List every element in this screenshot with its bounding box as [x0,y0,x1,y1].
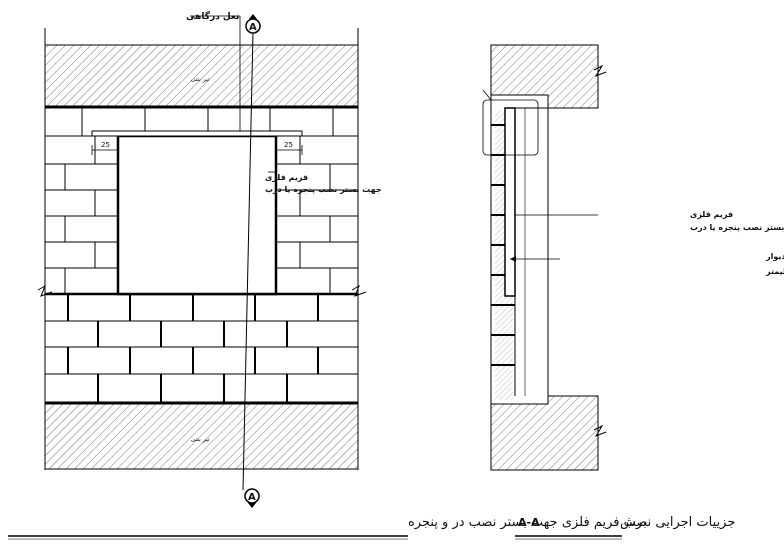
elevation-view: 25 25 A A نعل درگاهی فریم فلزی جهت بستر … [8,10,735,540]
dimension-right [275,145,303,155]
dimension-left [91,145,119,155]
section-frame-label-1: فریم فلزی [690,210,733,219]
anchor-detail-box [482,99,539,156]
anchor-label-2: به طول ۱۵ تا ۲۰ سانتیمتر و ضخامت ۳ میلیم… [765,267,784,276]
anchor-label-1: بست فلزی جهت اتصال فریم فلزی به دیوار [765,252,784,261]
section-metal-frame [504,107,516,297]
section-marker-bottom-label: A [248,492,256,503]
top-beam-label: تیر بتنی [191,76,210,83]
lintel [91,130,303,137]
dimension-right-value: 25 [284,141,293,149]
section-title: برش [620,515,647,530]
lintel-label: نعل درگاهی [186,10,239,22]
bottom-beam-label: تیر بتنی [191,436,210,443]
elevation-title: جزییات اجرایی نصب فریم فلزی جهت بستر نصب… [408,515,735,530]
section-frame-label-2: جهت بستر نصب پنجره یا درب [690,223,784,232]
elevation-frame-label-1: فریم فلزی [265,173,308,182]
section-marker-top-label: A [249,22,257,33]
elevation-frame-label-2: جهت بستر نصب پنجره یا درب [265,185,382,194]
section-view: فریم فلزی جهت بستر نصب پنجره یا درب بست … [482,44,784,540]
top-concrete-beam [44,44,359,108]
dimension-left-value: 25 [101,141,110,149]
section-code: A-A [518,516,540,529]
door-window-opening [116,134,278,296]
